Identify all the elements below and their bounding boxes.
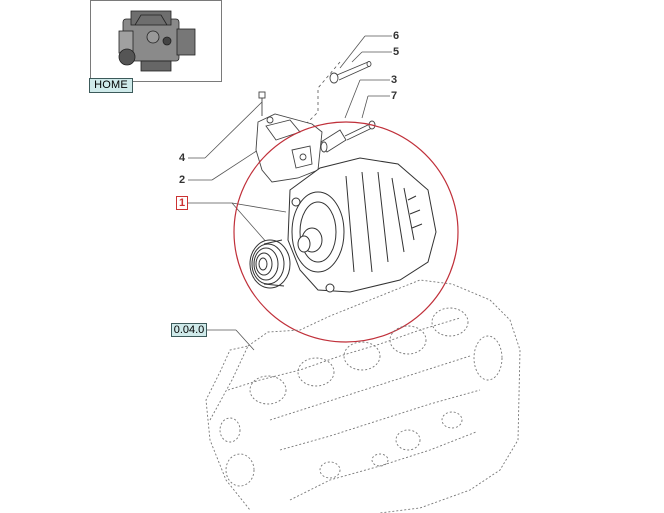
reference-button[interactable]: 0.04.0 [171,323,207,337]
bolt-7 [344,120,376,141]
highlight-circle [233,121,459,343]
engine-thumbnail-drawing [118,10,196,72]
callout-4[interactable]: 4 [179,152,186,164]
callout-1[interactable]: 1 [176,196,189,210]
callout-7[interactable]: 7 [391,90,398,102]
pulley [249,239,291,289]
alternator-1 [287,157,437,293]
callout-3[interactable]: 3 [391,74,398,86]
callout-2[interactable]: 2 [179,174,186,186]
callout-6[interactable]: 6 [393,30,400,42]
engine-thumbnail-icon[interactable] [90,0,222,82]
engine-block [205,279,521,513]
bracket-2 [255,113,323,183]
bolt-4 [258,91,266,116]
bolt-5-6 [329,61,372,84]
home-button[interactable]: HOME [89,78,133,93]
sleeve-3 [320,129,347,153]
callout-5[interactable]: 5 [393,46,400,58]
